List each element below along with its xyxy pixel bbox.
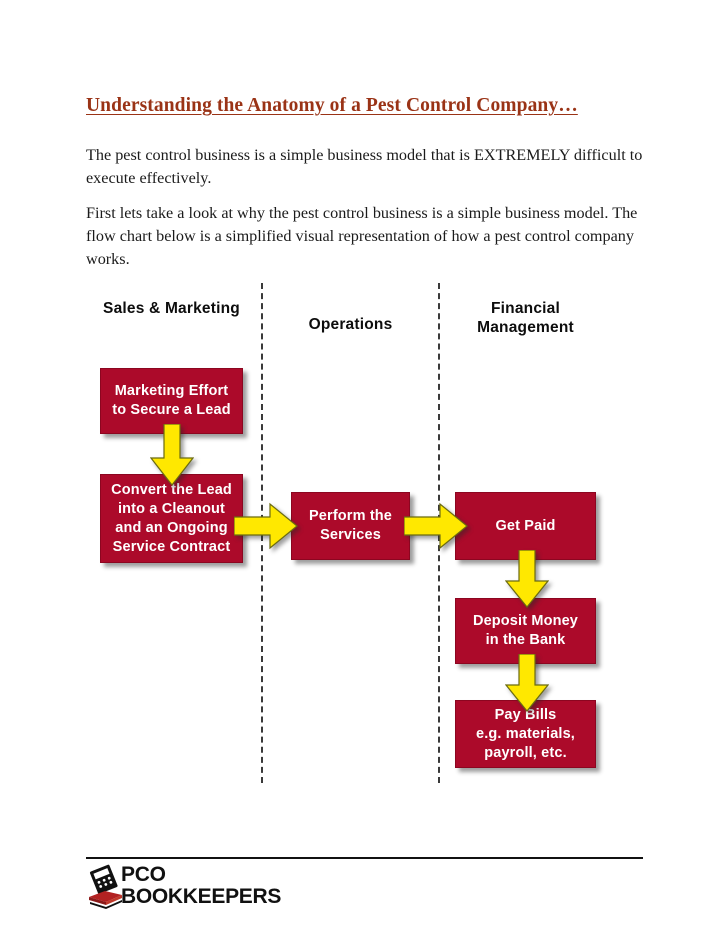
page-title: Understanding the Anatomy of a Pest Cont… bbox=[86, 95, 578, 117]
arrow-down-icon-marketing-to-convert bbox=[150, 424, 194, 486]
flow-box-perform-services: Perform the Services bbox=[291, 492, 410, 560]
flow-box-convert-lead: Convert the Lead into a Cleanout and an … bbox=[100, 474, 243, 563]
logo-wordmark: PCO BOOKKEEPERS bbox=[121, 863, 282, 908]
arrow-down-icon-getpaid-to-deposit bbox=[505, 550, 549, 608]
flow-box-marketing-effort: Marketing Effort to Secure a Lead bbox=[100, 368, 243, 434]
flow-box-pay-bills: Pay Bills e.g. materials, payroll, etc. bbox=[455, 700, 596, 768]
body-paragraph-1: The pest control business is a simple bu… bbox=[86, 146, 643, 188]
body-paragraph-2: First lets take a look at why the pest c… bbox=[86, 204, 638, 269]
column-header-operations: Operations bbox=[308, 316, 393, 333]
pco-bookkeepers-logo: PCO BOOKKEEPERS bbox=[88, 864, 388, 912]
column-header-sales-marketing: Sales & Marketing bbox=[103, 300, 240, 317]
arrow-right-icon-convert-to-perform bbox=[234, 502, 298, 550]
footer-divider-rule bbox=[86, 857, 643, 859]
calculator-and-ledger-books-icon bbox=[88, 864, 130, 910]
arrow-down-icon-deposit-to-paybills bbox=[505, 654, 549, 712]
arrow-right-icon-perform-to-getpaid bbox=[404, 502, 468, 550]
column-header-financial-management: Financial Management bbox=[477, 300, 574, 336]
